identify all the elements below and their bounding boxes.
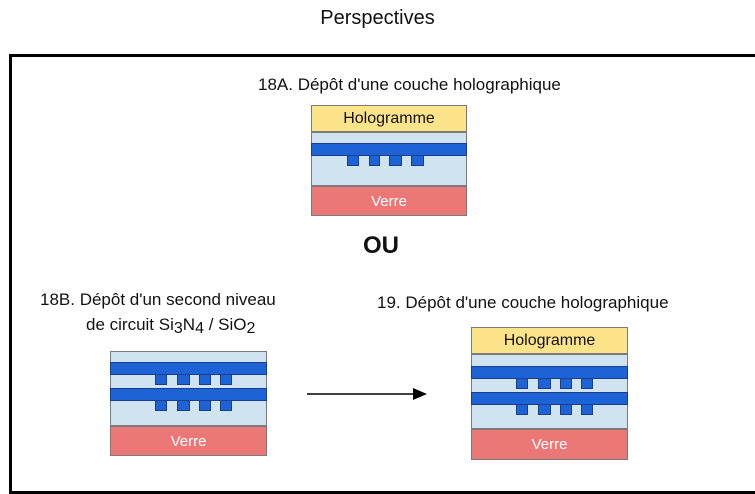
subscript: 2 bbox=[246, 320, 256, 337]
glass-substrate: Verre bbox=[471, 429, 628, 460]
waveguide-core bbox=[538, 404, 551, 415]
subscript: 3 bbox=[173, 320, 183, 337]
waveguide-core bbox=[177, 400, 190, 411]
process-arrow bbox=[307, 388, 427, 400]
glass-substrate: Verre bbox=[110, 426, 267, 456]
waveguide-core bbox=[581, 378, 593, 389]
glass-label: Verre bbox=[531, 436, 568, 453]
stack-19: Hologramme Verre bbox=[471, 327, 628, 460]
hologram-label: Hologramme bbox=[343, 110, 435, 127]
waveguide-core bbox=[347, 155, 359, 166]
glass-label: Verre bbox=[170, 433, 207, 450]
waveguide-core bbox=[411, 155, 424, 166]
waveguide-core bbox=[538, 378, 551, 389]
or-label: OU bbox=[363, 232, 399, 259]
waveguide-core bbox=[560, 378, 572, 389]
step-18a-label: 18A. Dépôt d'une couche holographique bbox=[258, 75, 561, 94]
waveguide-core bbox=[369, 155, 380, 166]
waveguide-core bbox=[220, 374, 232, 385]
stack-18b: Verre bbox=[110, 351, 267, 456]
waveguide-core bbox=[155, 400, 167, 411]
waveguide-core bbox=[220, 400, 232, 411]
hologram-layer: Hologramme bbox=[311, 105, 467, 132]
glass-substrate: Verre bbox=[311, 186, 467, 216]
waveguide-core bbox=[516, 404, 528, 415]
step-18b-text: / SiO bbox=[203, 315, 247, 334]
step-18b-text: N bbox=[182, 315, 196, 334]
subscript: 4 bbox=[195, 320, 204, 337]
step-18b-label-line2: de circuit Si3N4 / SiO2 bbox=[86, 314, 255, 340]
waveguide-core bbox=[389, 155, 402, 166]
waveguide-core bbox=[581, 404, 593, 415]
waveguide-core bbox=[560, 404, 572, 415]
waveguide-core bbox=[516, 378, 528, 389]
hologram-layer: Hologramme bbox=[471, 327, 628, 354]
page-title: Perspectives bbox=[320, 7, 435, 29]
stack-18a: Hologramme Verre bbox=[311, 105, 467, 216]
step-18b-text: de circuit Si bbox=[86, 315, 174, 334]
step-19-label: 19. Dépôt d'une couche holographique bbox=[377, 293, 669, 312]
step-18b-label-line1: 18B. Dépôt d'un second niveau bbox=[40, 290, 276, 309]
waveguide-core bbox=[177, 374, 190, 385]
waveguide-core bbox=[155, 374, 167, 385]
waveguide-core bbox=[199, 374, 211, 385]
hologram-label: Hologramme bbox=[503, 332, 596, 349]
arrow-head bbox=[413, 388, 427, 400]
glass-label: Verre bbox=[371, 193, 407, 210]
waveguide-core bbox=[199, 400, 211, 411]
